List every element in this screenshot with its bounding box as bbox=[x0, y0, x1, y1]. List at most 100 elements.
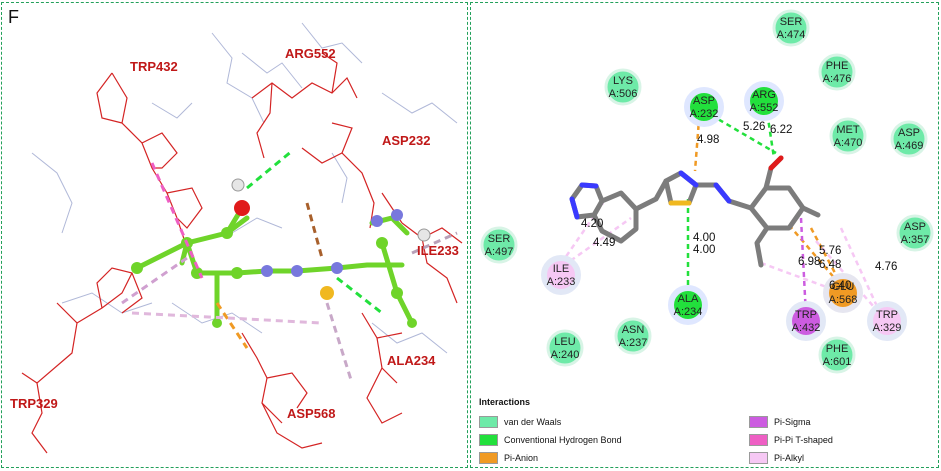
residue-asp469: ASP A:469 bbox=[890, 120, 928, 158]
legend-swatch bbox=[479, 434, 498, 446]
distance-labels: 4.98 5.26 6.22 4.20 4.49 4.00 4.00 5.76 … bbox=[581, 121, 897, 292]
distance-label: 6.48 bbox=[819, 259, 841, 271]
legend-item-pi-anion: Pi-Anion bbox=[479, 452, 538, 464]
legend-label: Pi-Alkyl bbox=[774, 453, 805, 463]
residue-asp357: ASP A:357 bbox=[896, 214, 934, 252]
residue-chain: A:474 bbox=[777, 29, 806, 41]
distance-label: 4.76 bbox=[875, 261, 897, 273]
residue-lys506: LYS A:506 bbox=[604, 68, 642, 106]
residue-disc bbox=[829, 117, 867, 155]
residue-name: ASP bbox=[904, 221, 926, 233]
residue-name: SER bbox=[488, 233, 511, 245]
residue-chain: A:470 bbox=[834, 137, 863, 149]
ligand-2d-heteroatoms bbox=[569, 155, 784, 220]
distance-label: 4.49 bbox=[593, 237, 615, 249]
distance-label: 4.00 bbox=[693, 232, 715, 244]
residue-disc bbox=[786, 301, 826, 341]
residue-chain: A:601 bbox=[823, 356, 852, 368]
residue-disc bbox=[480, 226, 518, 264]
residue-asn237: ASN A:237 bbox=[614, 317, 652, 355]
distance-label: 6.98 bbox=[798, 256, 820, 268]
residue-name: ARG bbox=[752, 89, 776, 101]
residue-disc bbox=[823, 273, 863, 313]
residue-chain: A:506 bbox=[609, 88, 638, 100]
residue-label-trp329: TRP329 bbox=[10, 396, 58, 411]
legend-label: Pi-Pi T-shaped bbox=[774, 435, 833, 445]
3d-binding-pose-panel: F bbox=[1, 2, 468, 468]
residue-chain: A:357 bbox=[901, 234, 930, 246]
residue-chain: A:240 bbox=[551, 349, 580, 361]
distance-label: 5.76 bbox=[819, 245, 841, 257]
residue-ser474: SER A:474 bbox=[772, 9, 810, 47]
residue-name: ASP bbox=[898, 127, 920, 139]
residue-disc bbox=[546, 329, 584, 367]
residue-chain: A:552 bbox=[750, 102, 779, 114]
3d-pose-canvas: F bbox=[8, 7, 463, 454]
residue-label-arg552: ARG552 bbox=[285, 46, 336, 61]
residue-disc bbox=[818, 336, 856, 374]
legend-label: Conventional Hydrogen Bond bbox=[504, 435, 622, 445]
residue-phe476: PHE A:476 bbox=[818, 53, 856, 91]
residue-met470: MET A:470 bbox=[829, 117, 867, 155]
residue-trp329: TRP A:329 bbox=[867, 301, 907, 341]
distance-label: 4.00 bbox=[693, 244, 715, 256]
distance-label: 5.26 bbox=[743, 121, 765, 133]
distance-label: 4.98 bbox=[697, 134, 719, 146]
residue-name: ASN bbox=[622, 324, 645, 336]
legend-title: Interactions bbox=[479, 397, 531, 407]
ligand-3d bbox=[131, 178, 431, 328]
residue-trp432: TRP A:432 bbox=[786, 301, 826, 341]
legend-swatch bbox=[479, 452, 498, 464]
residue-chain: A:232 bbox=[690, 108, 719, 120]
legend-swatch bbox=[749, 416, 768, 428]
2d-interaction-diagram-panel: SER A:474 PHE A:476 LYS A:506 ASP A:232 … bbox=[470, 2, 939, 468]
residue-label-asp568: ASP568 bbox=[287, 406, 335, 421]
protein-wire-background bbox=[31, 22, 458, 354]
residue-disc bbox=[541, 255, 581, 295]
residue-discs: SER A:474 PHE A:476 LYS A:506 ASP A:232 … bbox=[480, 9, 934, 374]
residue-chain: A:237 bbox=[619, 337, 648, 349]
residue-disc bbox=[614, 317, 652, 355]
residue-name: TRP bbox=[795, 309, 817, 321]
legend-item-pi-pi-t-shaped: Pi-Pi T-shaped bbox=[749, 434, 833, 446]
2d-diagram-canvas: SER A:474 PHE A:476 LYS A:506 ASP A:232 … bbox=[480, 9, 934, 374]
residue-name: GLU bbox=[832, 281, 855, 293]
residue-ala234: ALA A:234 bbox=[668, 285, 708, 325]
residue-label-trp432: TRP432 bbox=[130, 59, 178, 74]
residue-disc bbox=[772, 9, 810, 47]
interaction-legend: Interactions van der Waals Conventional … bbox=[471, 391, 937, 467]
residue-chain: A:497 bbox=[485, 246, 514, 258]
residue-disc bbox=[867, 301, 907, 341]
legend-item-pi-alkyl: Pi-Alkyl bbox=[749, 452, 804, 464]
distance-label: 6.22 bbox=[770, 124, 792, 136]
legend-swatch bbox=[749, 434, 768, 446]
legend-item-pi-sigma: Pi-Sigma bbox=[749, 416, 811, 428]
residue-label-ala234: ALA234 bbox=[387, 353, 436, 368]
residue-name: ILE bbox=[553, 263, 570, 275]
legend-swatch bbox=[479, 416, 498, 428]
residue-disc bbox=[896, 214, 934, 252]
residue-disc bbox=[604, 68, 642, 106]
residue-name: ALA bbox=[678, 293, 699, 305]
interaction-dashes-3d bbox=[121, 149, 458, 384]
residue-label-asp232: ASP232 bbox=[382, 133, 430, 148]
residue-chain: A:432 bbox=[792, 322, 821, 334]
legend-item-van-der-waals: van der Waals bbox=[479, 416, 561, 428]
residue-glu568: GLU A:568 bbox=[823, 273, 863, 313]
residue-label-ile233: ILE233 bbox=[417, 243, 459, 258]
residue-chain: A:568 bbox=[829, 294, 858, 306]
residue-ser497: SER A:497 bbox=[480, 226, 518, 264]
legend-swatch bbox=[749, 452, 768, 464]
residue-chain: A:469 bbox=[895, 140, 924, 152]
residue-chain: A:234 bbox=[674, 306, 703, 318]
residue-arg552: ARG A:552 bbox=[744, 81, 784, 121]
residue-name: ASP bbox=[693, 95, 715, 107]
residue-chain: A:329 bbox=[873, 322, 902, 334]
residue-disc bbox=[818, 53, 856, 91]
residue-disc bbox=[684, 87, 724, 127]
residue-chain: A:233 bbox=[547, 276, 576, 288]
legend-item-conventional-hydrogen-bond: Conventional Hydrogen Bond bbox=[479, 434, 622, 446]
legend-label: van der Waals bbox=[504, 417, 562, 427]
residue-leu240: LEU A:240 bbox=[546, 329, 584, 367]
legend-label: Pi-Anion bbox=[504, 453, 539, 463]
